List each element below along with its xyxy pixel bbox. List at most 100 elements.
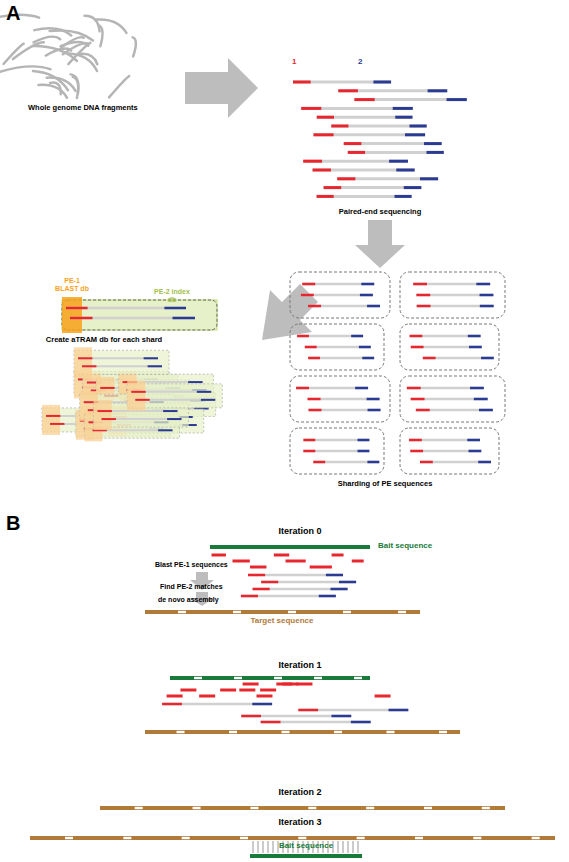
pe2-read: [474, 398, 488, 401]
dna-fragment: [109, 76, 129, 97]
insert: [411, 398, 488, 401]
pe2-read: [420, 177, 438, 180]
insert: [313, 169, 415, 172]
pe1-read: [413, 283, 427, 286]
gap: [314, 677, 322, 679]
insert: [308, 398, 380, 401]
figure-label: Create aTRAM db for each shard: [46, 336, 162, 344]
pe1-read: [293, 81, 311, 84]
pe1-read: [301, 107, 321, 110]
dna-fragment: [13, 42, 44, 59]
insert: [296, 387, 368, 390]
insert: [409, 439, 480, 442]
insert: [331, 125, 426, 128]
pe1-read: [261, 721, 281, 724]
insert: [354, 98, 466, 101]
figure-label: Bait sequence: [279, 842, 333, 851]
pe1-read: [337, 177, 355, 180]
insert: [297, 335, 363, 338]
pe2-read: [367, 398, 380, 401]
pe2-read: [361, 283, 374, 286]
pe2-read: [470, 387, 484, 390]
insert: [313, 133, 425, 136]
insert: [423, 357, 494, 360]
insert: [308, 305, 380, 308]
gap: [65, 837, 73, 839]
insert: [416, 294, 493, 297]
insert: [241, 595, 336, 598]
pe1-read: [417, 305, 431, 308]
bait-bar: [170, 676, 370, 680]
pe1-read: [261, 581, 278, 584]
insert: [411, 346, 482, 349]
gap: [288, 611, 296, 613]
pe1-read: [243, 683, 259, 686]
pe2-read: [167, 418, 181, 420]
pe1-read: [82, 365, 96, 367]
spacer: [0, 0, 306, 690]
pe2-read: [480, 294, 494, 297]
insert: [416, 409, 493, 412]
pe1-read: [239, 689, 255, 692]
gap: [298, 837, 306, 839]
pe1-read: [411, 398, 425, 401]
pe1-read: [308, 398, 321, 401]
spacer: [0, 0, 251, 684]
insert: [248, 574, 343, 577]
insert: [302, 283, 374, 286]
pe2-read: [467, 439, 480, 442]
pe2-read: [367, 461, 379, 464]
target-bar: [145, 730, 460, 734]
blast-db: [127, 381, 145, 411]
pe1-read: [131, 391, 145, 393]
spacer: [0, 0, 211, 684]
gap: [234, 677, 242, 679]
gap: [229, 731, 237, 733]
dna-fragment: [34, 37, 61, 43]
pe1-read: [332, 554, 344, 557]
pe1-read: [100, 387, 114, 389]
pe1-read: [348, 151, 365, 154]
dna-fragment: [0, 66, 50, 71]
insert: [303, 450, 369, 453]
insert: [253, 588, 348, 591]
insert: [344, 142, 442, 145]
spacer: [0, 0, 229, 696]
pe2-read: [468, 335, 481, 338]
insert: [309, 409, 381, 412]
pe2-read: [393, 107, 413, 110]
gap: [194, 677, 202, 679]
gap: [424, 807, 432, 809]
blast-db: [42, 405, 60, 435]
insert: [301, 107, 413, 110]
figure-label: Iteration 0: [278, 527, 321, 537]
pe1-read: [135, 399, 149, 401]
pe1-read: [313, 133, 333, 136]
spacer: [0, 0, 284, 690]
insert: [337, 177, 438, 180]
pe1-read: [256, 695, 272, 698]
dna-fragment: [68, 54, 97, 71]
pe1-read: [296, 683, 312, 686]
figure-label: 2: [358, 58, 362, 67]
figure-label: de novo assembly: [158, 596, 219, 604]
alignment-tick: [358, 841, 359, 853]
pe1-read: [416, 409, 430, 412]
gap: [177, 731, 185, 733]
insert: [162, 703, 272, 706]
gap: [182, 837, 190, 839]
pe2-read: [173, 317, 196, 320]
shard-outline: [290, 324, 384, 370]
insert: [305, 346, 371, 349]
insert: [407, 387, 484, 390]
pe1-read: [233, 560, 250, 563]
gap: [334, 731, 342, 733]
pe1-read: [98, 410, 112, 412]
gap: [415, 837, 423, 839]
pe2-read: [389, 709, 409, 712]
gap: [308, 807, 316, 809]
gap: [240, 837, 248, 839]
pe2-read: [357, 450, 369, 453]
pe2-read: [469, 346, 482, 349]
pe1-read: [423, 357, 436, 360]
